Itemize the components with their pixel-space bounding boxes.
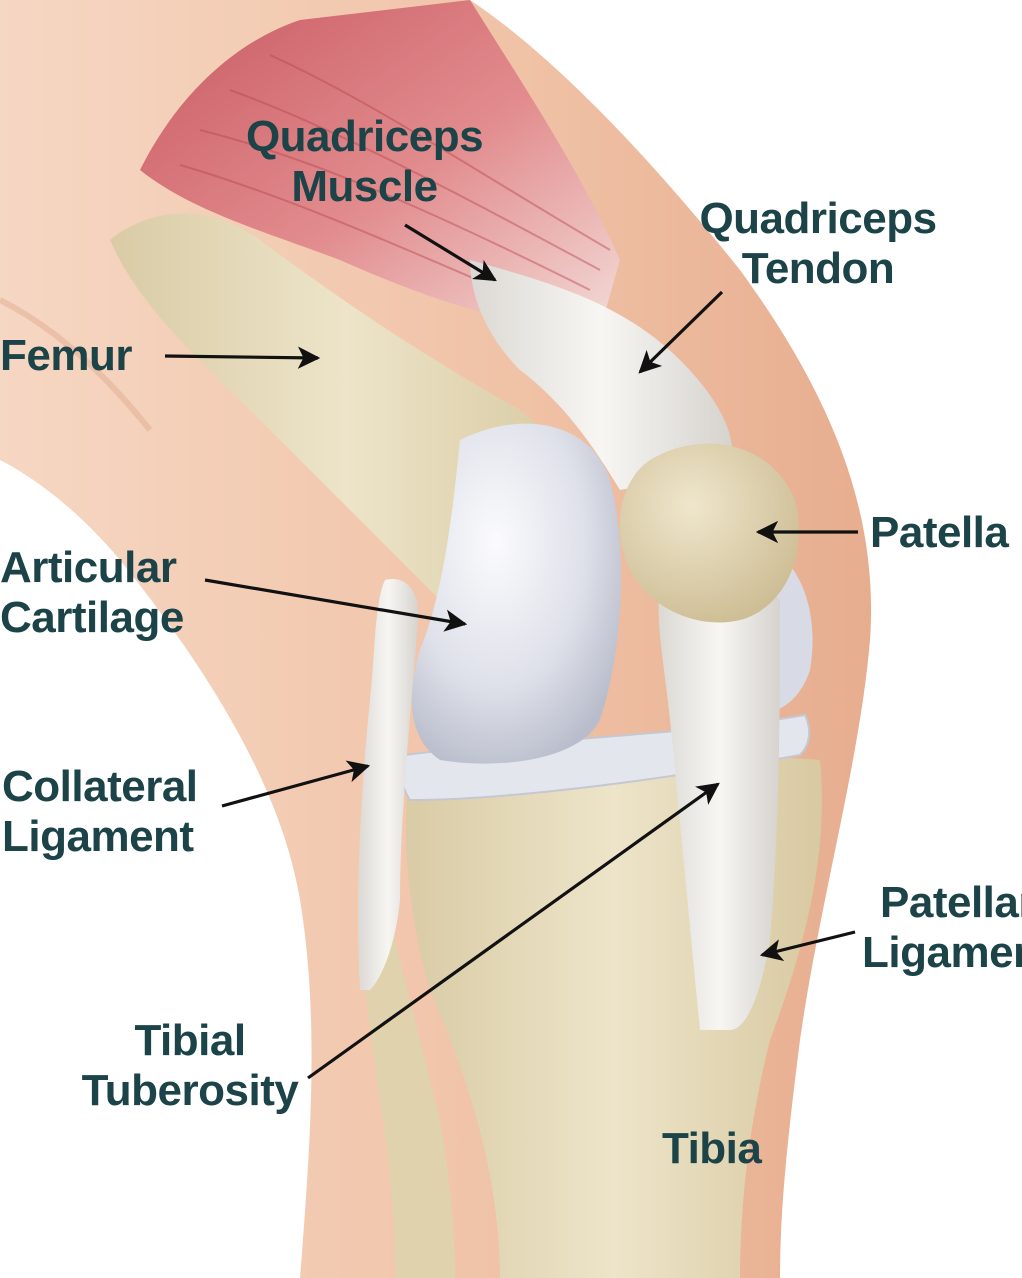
label-collateral-ligament: Collateral Ligament xyxy=(2,762,198,861)
label-patella: Patella xyxy=(870,508,1009,557)
arrow-tibial-tuberosity xyxy=(307,782,720,1080)
quadriceps-tendon-shape xyxy=(470,260,733,490)
arrow-femur xyxy=(164,346,321,369)
label-quadriceps-tendon: Quadriceps Tendon xyxy=(699,194,937,293)
skin-fold xyxy=(0,297,153,432)
label-patellar-ligament: Patellar Ligament xyxy=(862,878,1022,977)
arrow-quadriceps-muscle xyxy=(404,223,497,282)
patellar-ligament-shape xyxy=(658,583,780,1030)
arrow-patellar-ligament xyxy=(759,930,856,962)
label-quadriceps-muscle: Quadriceps Muscle xyxy=(245,112,484,211)
articular-cartilage-shape xyxy=(411,423,621,764)
arrow-quadriceps-tendon xyxy=(638,290,724,374)
quadriceps-muscle-shape xyxy=(140,0,620,330)
collateral-ligament-shape xyxy=(358,579,419,990)
patella-shape xyxy=(619,443,799,623)
label-articular-cartilage: Articular Cartilage xyxy=(0,543,184,642)
arrow-articular-cartilage xyxy=(204,578,468,632)
label-tibial-tuberosity: Tibial Tuberosity xyxy=(81,1016,299,1115)
fibula-shape xyxy=(360,880,455,1278)
pointer-arrows xyxy=(164,223,858,1080)
arrow-collateral-ligament xyxy=(221,760,371,808)
label-femur: Femur xyxy=(0,331,132,380)
label-tibia: Tibia xyxy=(662,1124,762,1173)
